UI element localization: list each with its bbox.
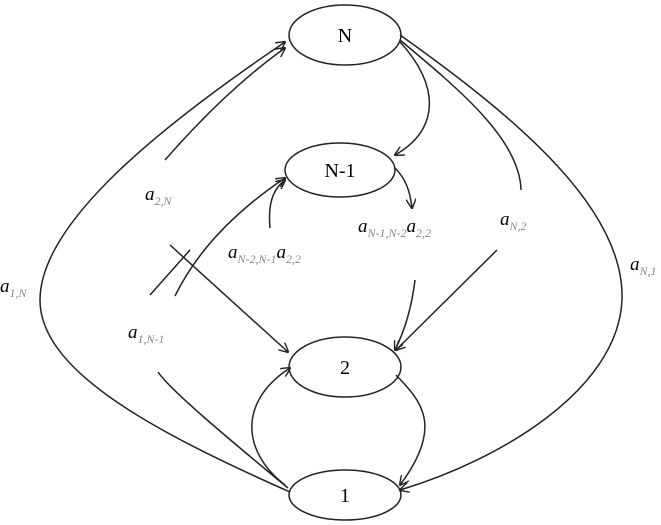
- label-a-2-n: a2,N: [145, 184, 173, 208]
- label-a-n-1: aN,1: [630, 254, 657, 278]
- node-n-minus-1: [284, 142, 396, 198]
- edge-n-to-2-lower: [396, 249, 498, 350]
- node-n-label: N: [338, 25, 352, 47]
- edge-n-minus-1-self-left: [268, 180, 285, 229]
- edge-2-to-n-lower: [169, 244, 288, 352]
- label-a-1-n-minus-1: a1,N-1: [128, 322, 165, 346]
- edge-1-to-2: [251, 368, 290, 486]
- edge-cross: [149, 249, 191, 296]
- edge-2-to-n: [164, 48, 285, 161]
- label-a-n-2-n-1-a-2-2: aN-2,N-1a2,2: [228, 242, 301, 266]
- node-n-minus-1-label: N-1: [324, 160, 355, 182]
- node-2-label: 2: [340, 357, 350, 379]
- edge-n-to-1: [400, 34, 623, 490]
- edge-n-to-n-minus-1: [395, 41, 431, 155]
- edge-1-to-n-minus-1-lower: [157, 371, 289, 489]
- edge-n-minus-1-self-right: [394, 167, 412, 208]
- label-a-n-2: aN,2: [500, 209, 527, 233]
- edge-n-minus-1-to-2: [395, 279, 416, 350]
- node-1-label: 1: [340, 485, 350, 507]
- label-a-n-1-n-2-a-2-2: aN-1,N-2a2,2: [358, 216, 431, 240]
- node-1: [288, 469, 402, 521]
- label-a-1-n: a1,N: [0, 276, 28, 300]
- edge-1-to-n: [39, 42, 291, 493]
- edge-n-to-2-upper: [399, 39, 522, 191]
- edge-1-to-n-minus-1-upper: [174, 178, 285, 297]
- edge-2-to-1: [395, 374, 426, 485]
